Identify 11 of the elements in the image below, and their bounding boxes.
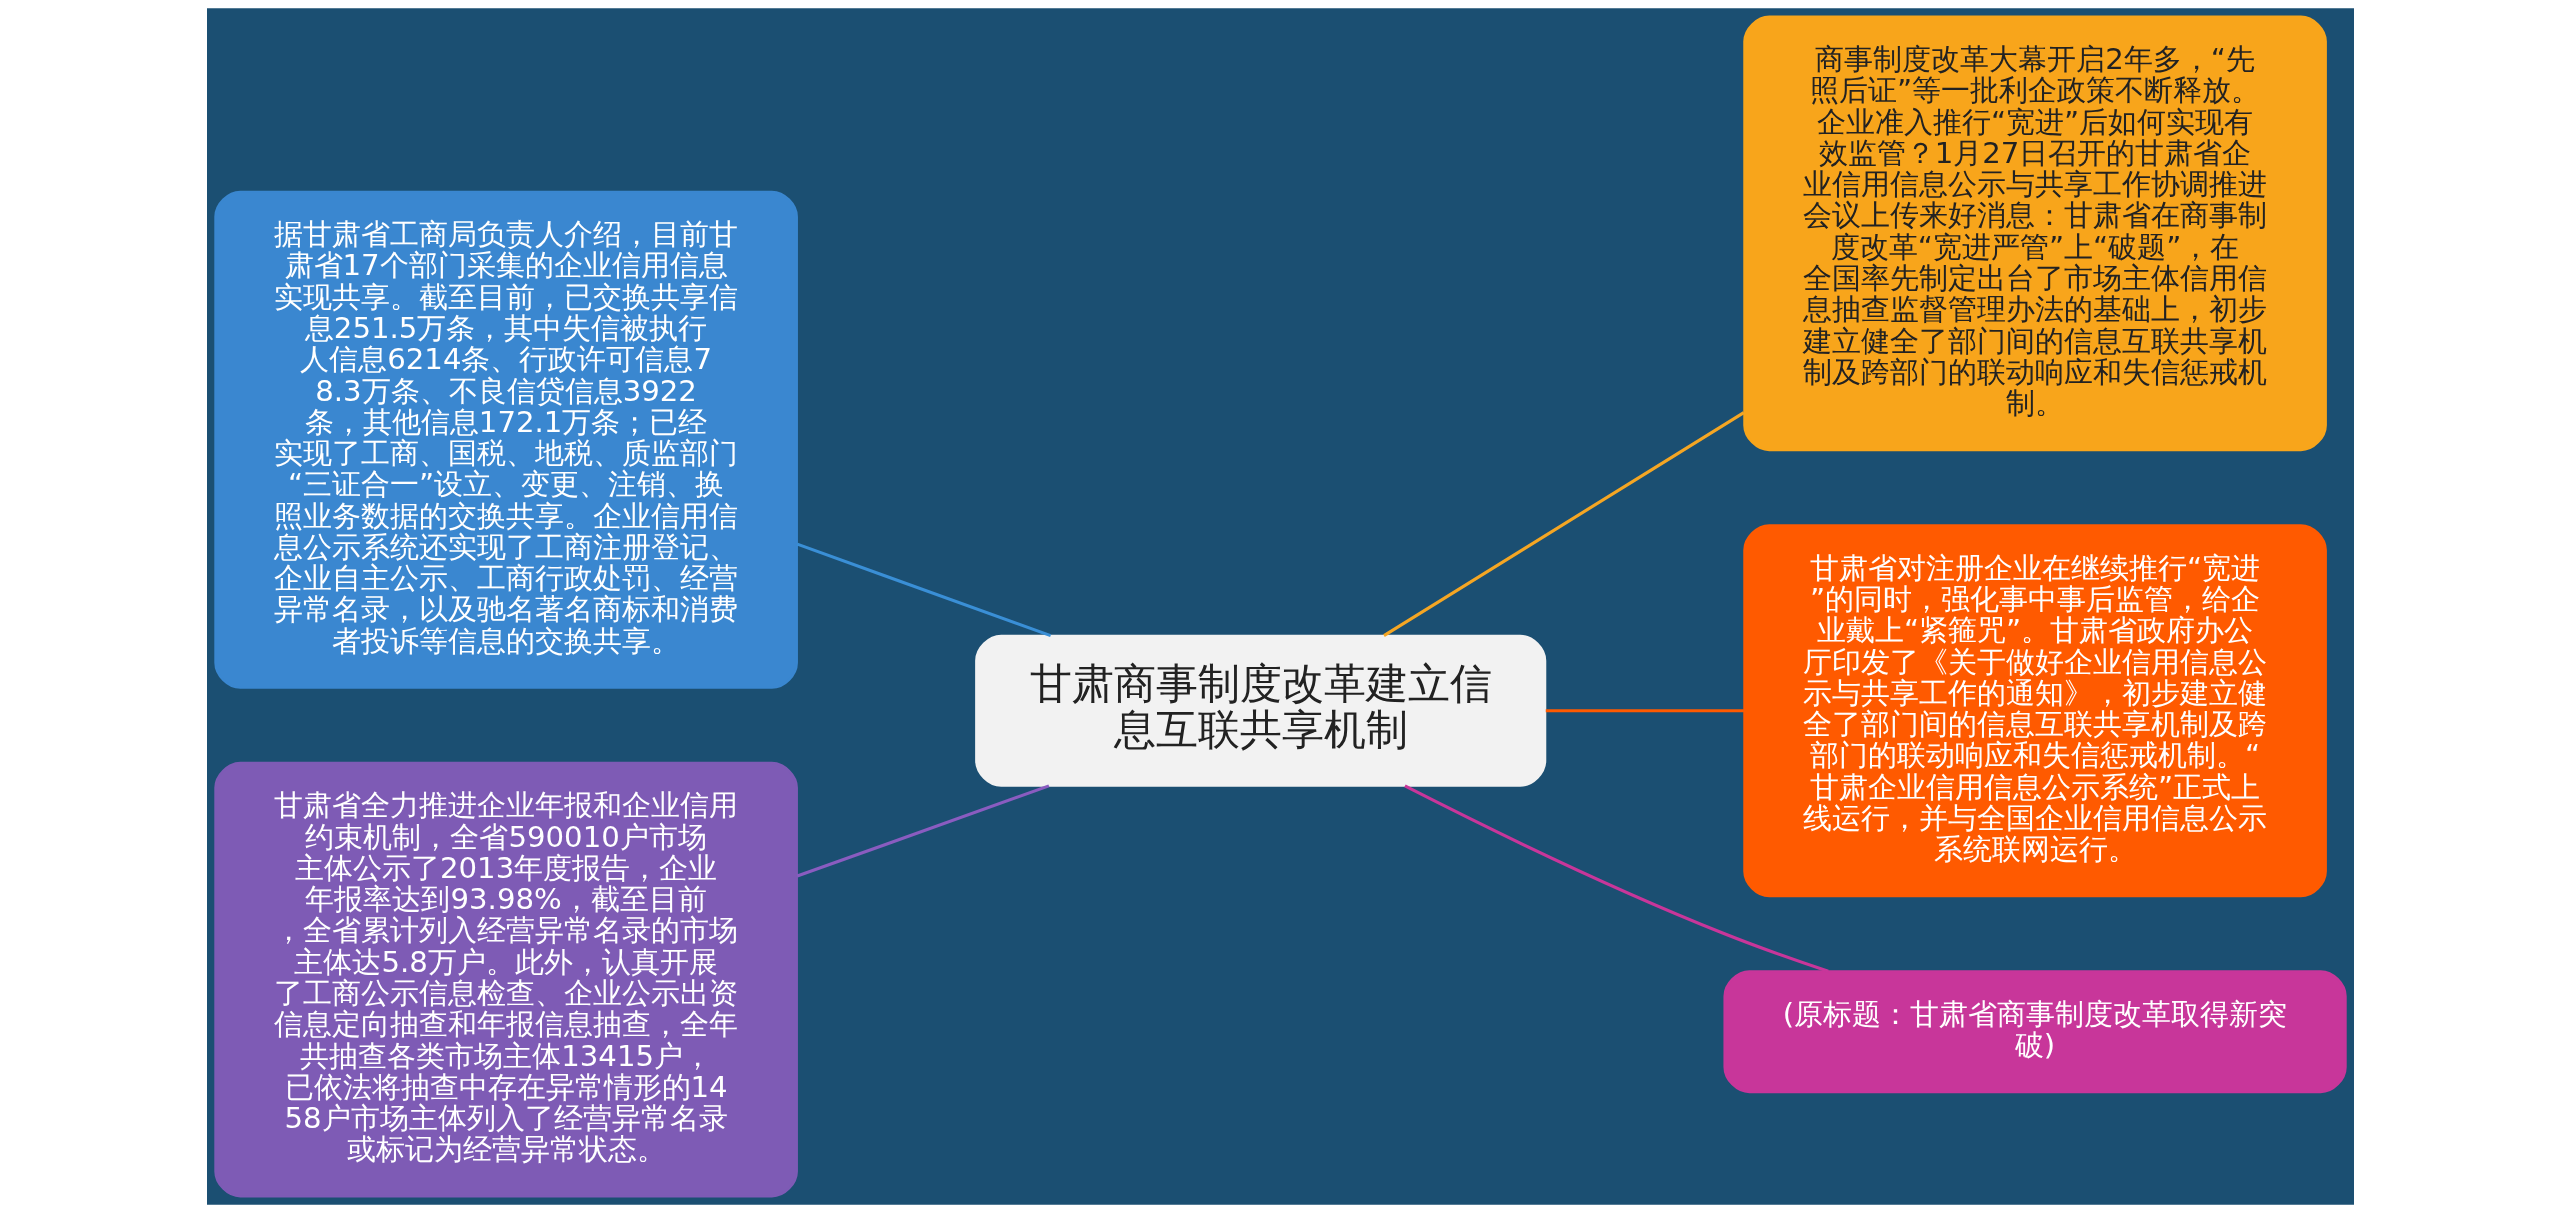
connector (796, 542, 1051, 638)
connector (796, 784, 1049, 878)
connector (1403, 784, 1829, 973)
node-box: 甘肃商事制度改革建立信息互联共享机制 (974, 634, 1546, 787)
node-box: 据甘肃省工商局负责人介绍，目前甘肃省17个部门采集的企业信用信息实现共享。截至目前，已交换共享信息251.5万条，其中失信被执行人信息6214条、行政许可信息78.3万条、不良信贷信息3922条，其他信息172.1万条；已经实现了工商、国税、地税、质监部门“三证合一”设立、变更、注销、换照业务数据的交换共享。企业信用信息公示系统还实现了工商注册登记、企业自主公示、工商行政处罚、经营异常名录，以及驰名著名商标和消费者投诉等信息的交换共享。 (213, 190, 798, 689)
node-box: 甘肃省对注册企业在继续推行“宽进”的同时，强化事中事后监管，给企业戴上“紧箍咒”。甘肃省政府办公厅印发了《关于做好企业信用信息公示与共享工作的通知》，初步建立健全了部门间的信息互联共享机制及跨部门的联动响应和失信惩戒机制。“甘肃企业信用信息公示系统”正式上线运行，并与全国企业信用信息公示系统联网运行。 (1742, 524, 2327, 898)
node-box: (原标题：甘肃省商事制度改革取得新突破) (1722, 970, 2347, 1094)
node-box: 甘肃省全力推进企业年报和企业信用约束机制，全省590010户市场主体公示了2013年度报告，企业年报率达到93.98%，截至目前，全省累计列入经营异常名录的市场主体达5.8万户。此外，认真开展了工商公示信息检查、企业公示出资信息定向抽查和年报信息抽查，全年共抽查各类市场主体13415户，已依法将抽查中存在异常情形的1458户市场主体列入了经营异常名录或标记为经营异常状态。 (213, 761, 798, 1198)
connector (1545, 709, 1744, 713)
connector (1382, 411, 1745, 637)
node-box: 商事制度改革大幕开启2年多，“先照后证”等一批利企政策不断释放。企业准入推行“宽进”后如何实现有效监管？1月27日召开的甘肃省企业信用信息公示与共享工作协调推进会议上传来好消息：甘肃省在商事制度改革“宽进严管”上“破题”，在全国率先制定出台了市场主体信用信息抽查监督管理办法的基础上，初步建立健全了部门间的信息互联共享机制及跨部门的联动响应和失信惩戒机制。 (1742, 15, 2327, 452)
